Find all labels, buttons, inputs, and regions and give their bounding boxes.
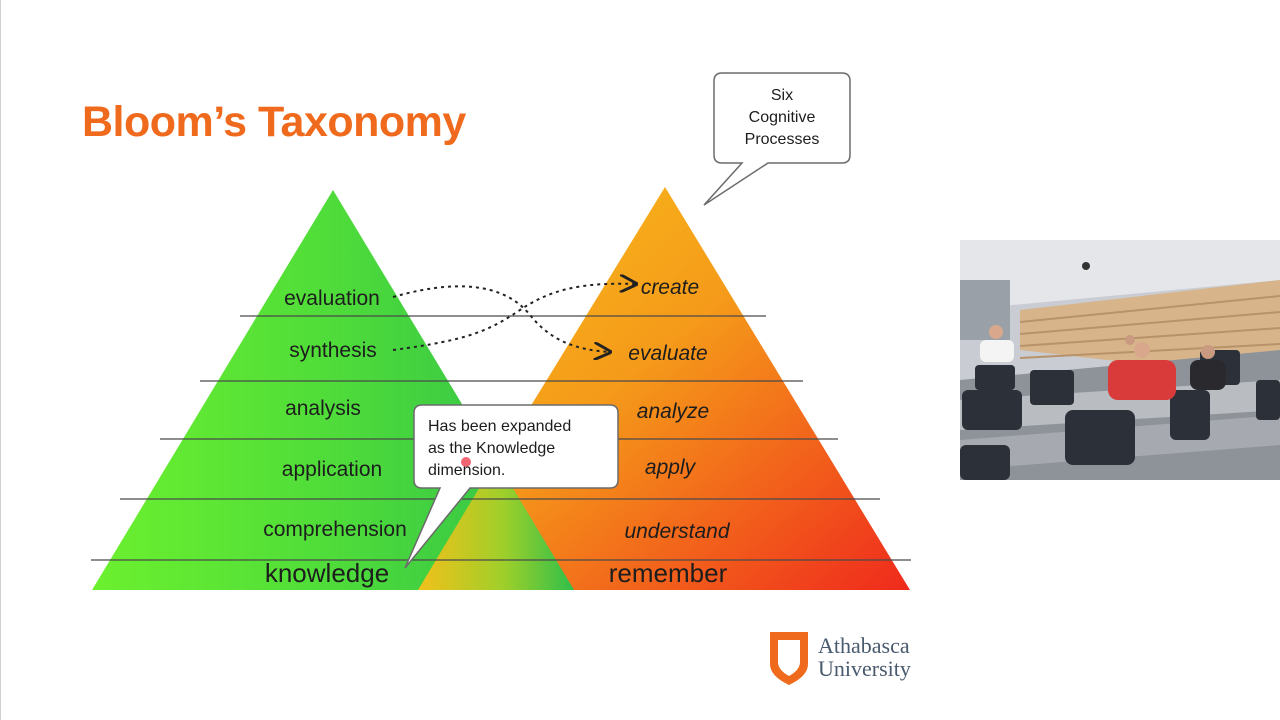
arrow-synthesis-to-create: [392, 284, 636, 351]
level-comprehension: comprehension: [263, 518, 407, 541]
cognitive-callout-bubble: [703, 72, 851, 206]
level-synthesis: synthesis: [289, 339, 377, 362]
level-application: application: [282, 458, 382, 481]
slide-title: Bloom’s Taxonomy: [82, 98, 466, 146]
original-level-labels: evaluation synthesis analysis applicatio…: [263, 287, 407, 588]
knowledge-callout-line: dimension.: [428, 462, 506, 479]
pointer-dot: [461, 457, 471, 467]
left-frame-border: [0, 0, 1, 720]
level-analysis: analysis: [285, 397, 361, 420]
revised-level-labels: create evaluate analyze apply understand…: [609, 276, 731, 588]
level-apply: apply: [645, 456, 697, 479]
cognitive-callout-line: Cognitive: [748, 109, 816, 126]
cognitive-callout-text: Six Cognitive Processes: [714, 85, 850, 151]
level-evaluation: evaluation: [284, 287, 380, 310]
knowledge-callout-text: Has been expanded as the Knowledge dimen…: [428, 416, 614, 482]
knowledge-callout-bubble: [404, 404, 619, 569]
level-remember: remember: [609, 558, 728, 588]
logo-line: Athabasca: [818, 633, 910, 658]
level-knowledge: knowledge: [265, 558, 389, 588]
lecture-hall-image: [960, 240, 1280, 480]
webcam-video-inset: [960, 240, 1280, 480]
bloom-taxonomy-diagram: evaluation synthesis analysis applicatio…: [91, 72, 911, 685]
arrow-evaluation-to-evaluate: [392, 285, 610, 352]
knowledge-callout-line: as the Knowledge: [428, 440, 556, 457]
revised-pyramid: [418, 187, 910, 590]
level-create: create: [641, 276, 699, 299]
logo-line: University: [818, 656, 911, 682]
level-analyze: analyze: [637, 400, 709, 423]
cognitive-callout-line: Processes: [744, 131, 820, 148]
level-understand: understand: [624, 520, 730, 543]
knowledge-callout-line: Has been expanded: [428, 418, 572, 435]
cognitive-callout-line: Six: [770, 87, 794, 104]
pyramid-overlap: [418, 460, 574, 590]
level-evaluate: evaluate: [628, 342, 707, 365]
athabasca-logo-text: Athabasca University: [818, 634, 911, 680]
